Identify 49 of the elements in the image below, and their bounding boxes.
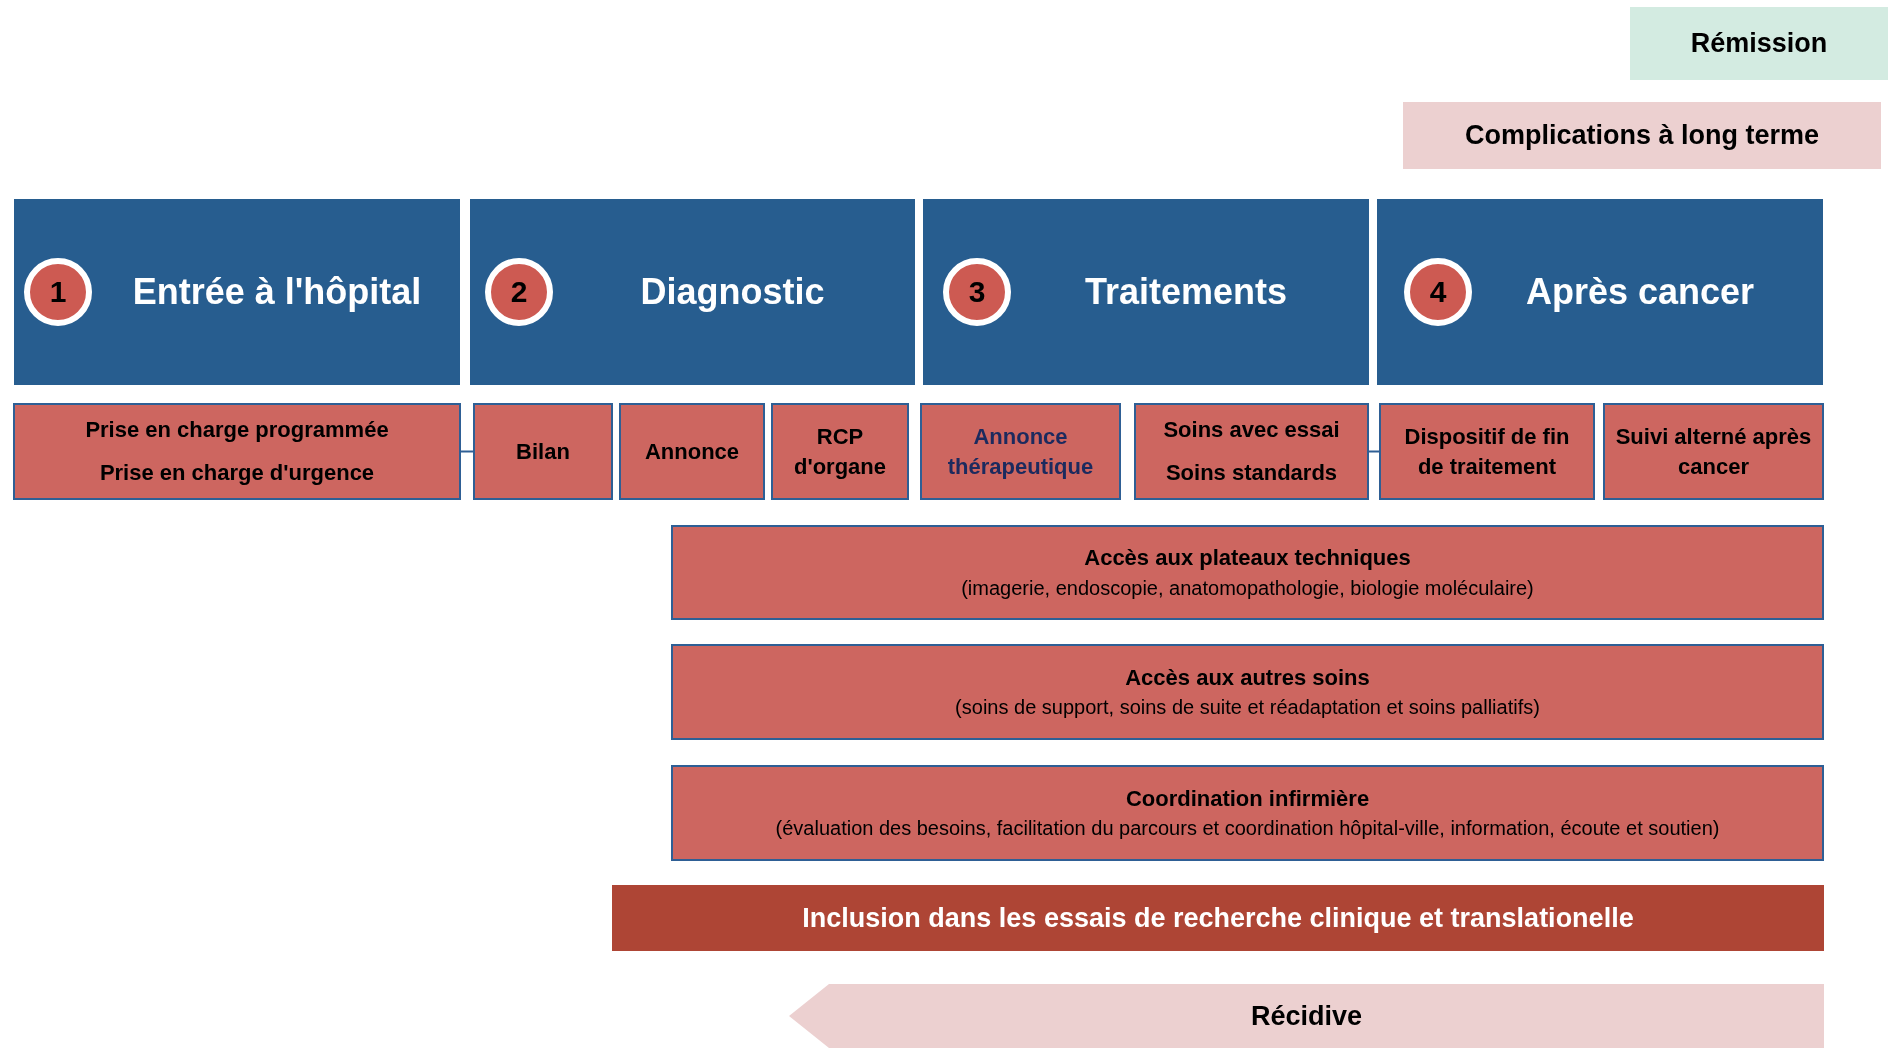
box-label: Soins avec essai: [1163, 417, 1340, 444]
box-label: Complications à long terme: [1464, 120, 1820, 151]
box-label: Entrée à l'hôpital: [132, 271, 422, 313]
box-label: RCP d'organe: [793, 422, 887, 481]
box-label: Annonce thérapeutique: [946, 422, 1095, 481]
box-label: Inclusion dans les essais de recherche clinique et translationelle: [802, 902, 1634, 934]
box-label: Soins standards: [1165, 459, 1338, 486]
research-bar: [612, 885, 1824, 951]
box-label: Traitements: [1084, 271, 1288, 313]
process-box: [771, 403, 909, 500]
process-box: [1603, 403, 1824, 500]
step-number-circle: 4: [1404, 258, 1472, 326]
box-label: Récidive: [1250, 1000, 1363, 1032]
box-label: Diagnostic: [640, 271, 825, 313]
phase-header: [14, 199, 460, 385]
service-box: [671, 525, 1824, 620]
service-title: Coordination infirmière: [1125, 784, 1370, 813]
service-title: Accès aux plateaux techniques: [1084, 544, 1411, 573]
phase-header: [1377, 199, 1823, 385]
process-box: [13, 403, 461, 500]
box-label: Suivi alterné après cancer: [1614, 422, 1813, 481]
box-label: Prise en charge d'urgence: [99, 459, 375, 486]
process-box: [920, 403, 1121, 500]
stage-label: [1630, 7, 1888, 80]
box-label: Annonce: [644, 437, 740, 466]
service-box: [671, 765, 1824, 861]
box-label: Dispositif de fin de traitement: [1403, 422, 1571, 481]
connector-line: [460, 450, 474, 453]
step-number-circle: 3: [943, 258, 1011, 326]
box-label: Après cancer: [1525, 271, 1755, 313]
service-box: [671, 644, 1824, 740]
box-label: Prise en charge programmée: [85, 417, 389, 444]
process-box: [1134, 403, 1369, 500]
process-box: [619, 403, 765, 500]
phase-header: [923, 199, 1369, 385]
step-number-circle: 2: [485, 258, 553, 326]
arrow-band: [789, 984, 1824, 1048]
service-description: (soins de support, soins de suite et réadaptation et soins palliatifs): [955, 695, 1540, 721]
service-description: (imagerie, endoscopie, anatomopathologie, biologie moléculaire): [961, 575, 1534, 601]
box-label: Rémission: [1690, 28, 1828, 59]
stage-label: [1403, 102, 1881, 169]
step-number-circle: 1: [24, 258, 92, 326]
process-box: [473, 403, 613, 500]
process-box: [1379, 403, 1595, 500]
service-title: Accès aux autres soins: [1125, 663, 1370, 692]
phase-header: [470, 199, 915, 385]
connector-line: [1368, 450, 1380, 453]
service-description: (évaluation des besoins, facilitation du parcours et coordination hôpital-ville, information, écoute et soutien): [775, 816, 1720, 842]
box-label: Bilan: [516, 437, 570, 466]
